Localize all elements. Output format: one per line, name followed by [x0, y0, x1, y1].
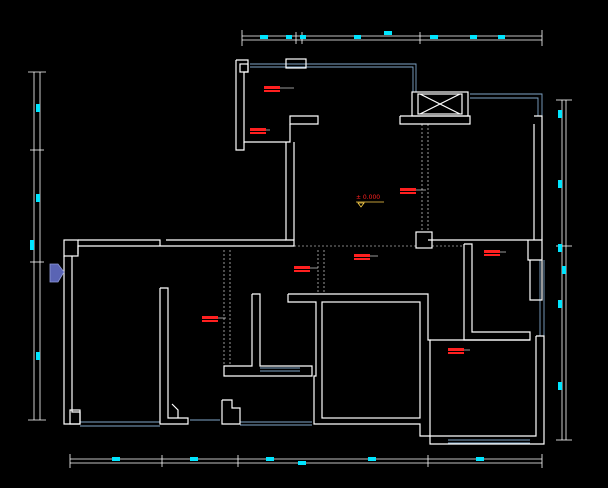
dimension-marker — [498, 35, 505, 39]
dimension-markers — [30, 31, 566, 465]
wall-column — [285, 58, 307, 69]
room-tag — [294, 266, 310, 272]
room-tag — [354, 254, 370, 260]
wall-segment — [429, 335, 545, 445]
room-tag-mark — [448, 352, 464, 354]
dimension-marker — [476, 457, 484, 461]
wall-segment — [63, 256, 81, 425]
dimension-marker — [558, 300, 562, 308]
balcony-cross — [419, 93, 461, 115]
dimension-marker — [190, 457, 198, 461]
room-tag-mark — [484, 250, 500, 253]
dimension-marker — [298, 461, 306, 465]
entrance-arrow-icon — [49, 263, 65, 283]
room-tag-mark — [354, 254, 370, 257]
tag-leaders — [218, 87, 506, 351]
dimension-marker — [470, 35, 477, 39]
wall-column — [63, 239, 79, 257]
room-tag-mark — [294, 270, 310, 272]
room-tag-mark — [294, 266, 310, 269]
wall-segment — [289, 115, 319, 125]
wall-column — [69, 409, 81, 425]
dimension-marker — [558, 244, 562, 252]
dimension-marker — [260, 35, 268, 39]
window-balcony — [470, 93, 543, 116]
room-tag — [448, 348, 464, 354]
wall-segment — [78, 239, 161, 246]
elevation-triangle-icon — [357, 202, 365, 208]
stair-core — [321, 301, 421, 419]
room-tag — [484, 250, 500, 256]
wall-segment — [428, 239, 543, 261]
dimension-marker — [562, 266, 566, 274]
dimension-marker — [384, 31, 392, 35]
dimension-marker — [112, 457, 120, 461]
dimension-marker — [558, 382, 562, 390]
wall-segment — [223, 293, 313, 377]
wall-segment — [463, 243, 531, 341]
dimension-marker — [558, 110, 562, 118]
room-tag-mark — [202, 320, 218, 322]
door-swing — [171, 403, 179, 418]
elevation-label: ± 0.000 — [356, 194, 380, 201]
dimension-marker — [36, 194, 40, 202]
room-tag-mark — [264, 90, 280, 92]
room-tag-mark — [264, 86, 280, 89]
room-tag-mark — [400, 192, 416, 194]
wall-segment — [287, 293, 431, 437]
dimension-marker — [300, 35, 306, 39]
window-balcony-inner — [470, 97, 539, 116]
wall-segment — [235, 60, 245, 151]
dimension-marker — [30, 240, 34, 250]
wall-segment — [529, 260, 543, 301]
room-tag — [202, 316, 218, 322]
wall-column — [239, 63, 249, 73]
room-tag — [400, 188, 416, 194]
dimension-marker — [266, 457, 274, 461]
dimension-marker — [36, 104, 40, 112]
wall-segment — [534, 115, 543, 240]
window-top-inner — [250, 66, 414, 92]
dimension-marker — [354, 35, 361, 39]
window-top — [250, 63, 417, 92]
room-tag-mark — [400, 188, 416, 191]
hidden-lines — [223, 124, 464, 366]
dimension-marker — [36, 352, 40, 360]
room-tag-mark — [484, 254, 500, 256]
elevation-marker: ± 0.000 — [356, 194, 384, 208]
dimension-marker — [558, 180, 562, 188]
balcony-inner — [417, 93, 463, 115]
room-tag — [250, 128, 266, 134]
dimension-marker — [430, 35, 438, 39]
walls — [63, 58, 545, 445]
room-tag-mark — [250, 128, 266, 131]
room-tag-mark — [202, 316, 218, 319]
room-tag-mark — [250, 132, 266, 134]
wall-segment — [221, 399, 241, 425]
windows — [80, 63, 545, 444]
room-tag-mark — [354, 258, 370, 260]
wall-segment — [77, 142, 295, 254]
room-tag — [264, 86, 280, 92]
dimension-marker — [286, 35, 292, 39]
wall-segment — [399, 115, 471, 125]
dimension-marker — [368, 457, 376, 461]
room-tag-mark — [448, 348, 464, 351]
room-tags — [202, 86, 500, 354]
dimension-lines — [28, 30, 572, 468]
wall-segment — [159, 287, 189, 425]
